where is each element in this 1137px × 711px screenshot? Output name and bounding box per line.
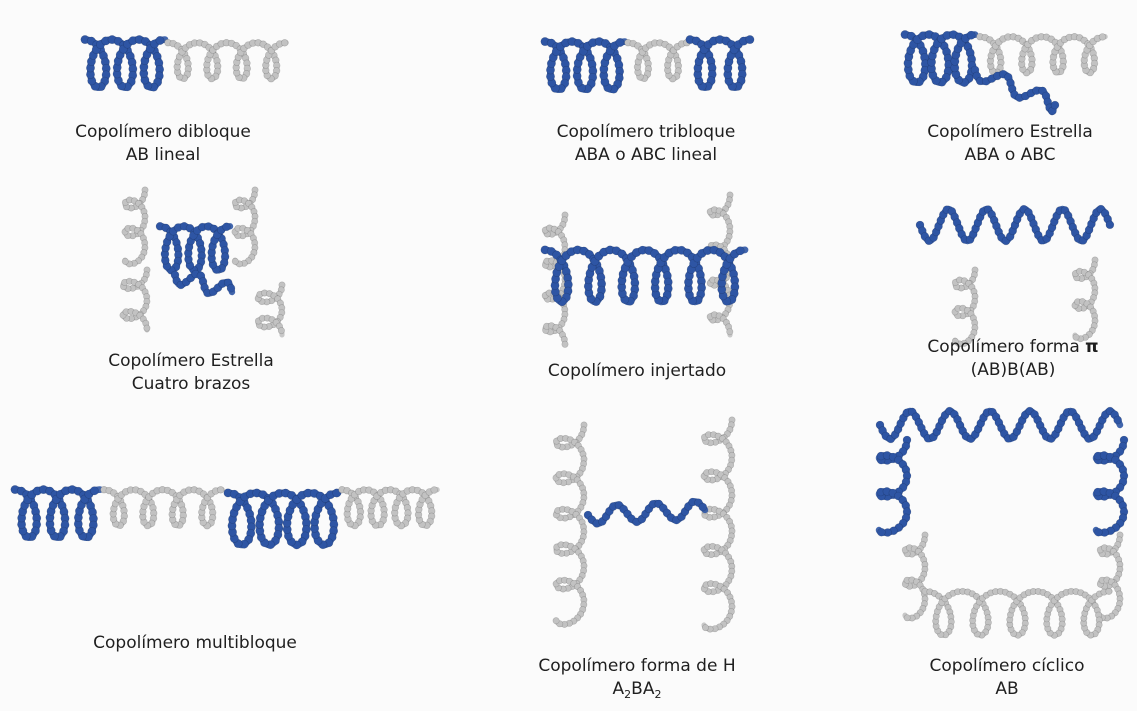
caption-diblock: Copolímero dibloque AB lineal (75, 121, 251, 167)
pi-shape-chain (916, 205, 1114, 347)
caption-star-line2: ABA o ABC (927, 144, 1093, 167)
diblock-chain (81, 35, 288, 91)
formula-a1: A (613, 679, 625, 699)
caption-star-line1: Copolímero Estrella (927, 121, 1093, 144)
caption-diblock-line1: Copolímero dibloque (75, 121, 251, 144)
caption-multiblock-line1: Copolímero multibloque (93, 632, 297, 655)
caption-graft-line1: Copolímero injertado (548, 360, 726, 383)
caption-triblock: Copolímero tribloque ABA o ABC lineal (557, 121, 736, 167)
caption-pi-shape: Copolímero forma π (AB)B(AB) (927, 336, 1098, 382)
caption-h-line1: Copolímero forma de H (538, 655, 735, 678)
caption-triblock-line2: ABA o ABC lineal (557, 144, 736, 167)
caption-triblock-line1: Copolímero tribloque (557, 121, 736, 144)
caption-pi-line1: Copolímero forma π (927, 336, 1098, 359)
caption-multiblock: Copolímero multibloque (93, 632, 297, 655)
cyclic-chain (876, 407, 1128, 638)
graft-chain (541, 192, 745, 348)
star-four-chain (120, 187, 285, 335)
triblock-chain (541, 35, 754, 93)
caption-graft: Copolímero injertado (548, 360, 726, 383)
caption-h-formula: A2BA2 (538, 678, 735, 706)
multiblock-chain (11, 485, 438, 549)
caption-star: Copolímero Estrella ABA o ABC (927, 121, 1093, 167)
formula-sub1: 2 (624, 688, 631, 701)
caption-cyclic-line2: AB (930, 678, 1085, 701)
caption-cyclic-line1: Copolímero cíclico (930, 655, 1085, 678)
formula-sub2: 2 (654, 688, 661, 701)
caption-diblock-line2: AB lineal (75, 144, 251, 167)
caption-star-four-arms: Copolímero Estrella Cuatro brazos (108, 350, 274, 396)
caption-pi-line2: (AB)B(AB) (927, 359, 1098, 382)
caption-pi-prefix: Copolímero forma (927, 337, 1085, 357)
formula-a2: A (643, 679, 655, 699)
caption-star-four-line1: Copolímero Estrella (108, 350, 274, 373)
formula-b: B (631, 679, 643, 699)
caption-star-four-line2: Cuatro brazos (108, 373, 274, 396)
caption-h-shape: Copolímero forma de H A2BA2 (538, 655, 735, 706)
pi-symbol: π (1085, 337, 1098, 357)
h-shape-chain (553, 417, 735, 633)
star-chain (901, 30, 1106, 114)
caption-cyclic: Copolímero cíclico AB (930, 655, 1085, 701)
